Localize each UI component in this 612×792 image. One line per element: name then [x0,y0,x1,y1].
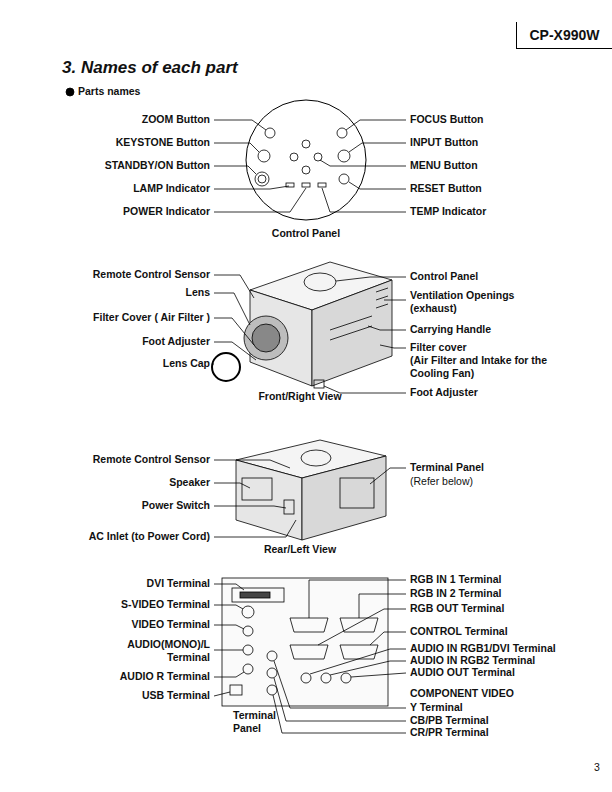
part-label: AC Inlet (to Power Cord) [89,530,210,543]
part-label: CB/PB Terminal [410,714,489,727]
part-label: Y Terminal [410,701,463,714]
part-label: Speaker [169,476,210,489]
part-label: Remote Control Sensor [93,268,210,281]
part-label: Foot Adjuster [410,386,478,399]
part-label: AUDIO(MONO)/L Terminal [102,638,210,664]
part-label: RGB IN 1 Terminal [410,573,501,586]
part-label: (Air Filter and Intake for the Cooling F… [410,354,550,380]
part-label: Filter cover [410,341,467,354]
part-label: Parts names [78,85,140,98]
part-label: VIDEO Terminal [131,618,210,631]
control-panel-outline [246,100,366,220]
part-label: Front/Right View [258,390,341,403]
part-label: POWER Indicator [123,205,210,218]
part-label: Ventilation Openings (exhaust) [410,289,542,315]
part-label: AUDIO OUT Terminal [410,666,515,679]
part-label: Terminal Panel [233,709,305,735]
model-name: CP-X990W [529,27,599,43]
part-label: Foot Adjuster [142,335,210,348]
part-label: CONTROL Terminal [410,625,508,638]
part-label: (Refer below) [410,475,473,488]
part-label: AUDIO R Terminal [120,670,210,683]
part-label: Lens [185,286,210,299]
part-label: Power Switch [142,499,210,512]
part-label: KEYSTONE Button [116,136,210,149]
part-label: Control Panel [272,227,340,240]
part-label: INPUT Button [410,136,478,149]
model-box: CP-X990W [516,22,612,49]
part-label: Rear/Left View [264,543,336,556]
part-label: Remote Control Sensor [93,453,210,466]
part-label: Terminal Panel [410,461,484,474]
part-label: FOCUS Button [410,113,484,126]
part-label: RGB IN 2 Terminal [410,587,501,600]
part-label: CR/PR Terminal [410,726,489,739]
part-label: DVI Terminal [147,577,210,590]
page-number: 3 [594,761,600,774]
part-label: S-VIDEO Terminal [121,598,210,611]
part-label: Control Panel [410,270,478,283]
part-label: ZOOM Button [142,113,210,126]
part-label: LAMP Indicator [133,182,210,195]
part-label: RGB OUT Terminal [410,602,504,615]
part-label: Carrying Handle [410,323,491,336]
part-label: MENU Button [410,159,478,172]
part-label: USB Terminal [142,689,210,702]
part-label: AUDIO IN RGB2 Terminal [410,654,535,667]
part-label: STANDBY/ON Button [105,159,210,172]
page-title: 3. Names of each part [62,58,238,78]
bullet [66,88,74,96]
part-label: Lens Cap [163,357,210,370]
part-label: Filter Cover ( Air Filter ) [93,311,210,324]
part-label: AUDIO IN RGB1/DVI Terminal [410,642,556,655]
part-label: TEMP Indicator [410,205,486,218]
part-label: COMPONENT VIDEO [410,687,514,700]
part-label: RESET Button [410,182,482,195]
